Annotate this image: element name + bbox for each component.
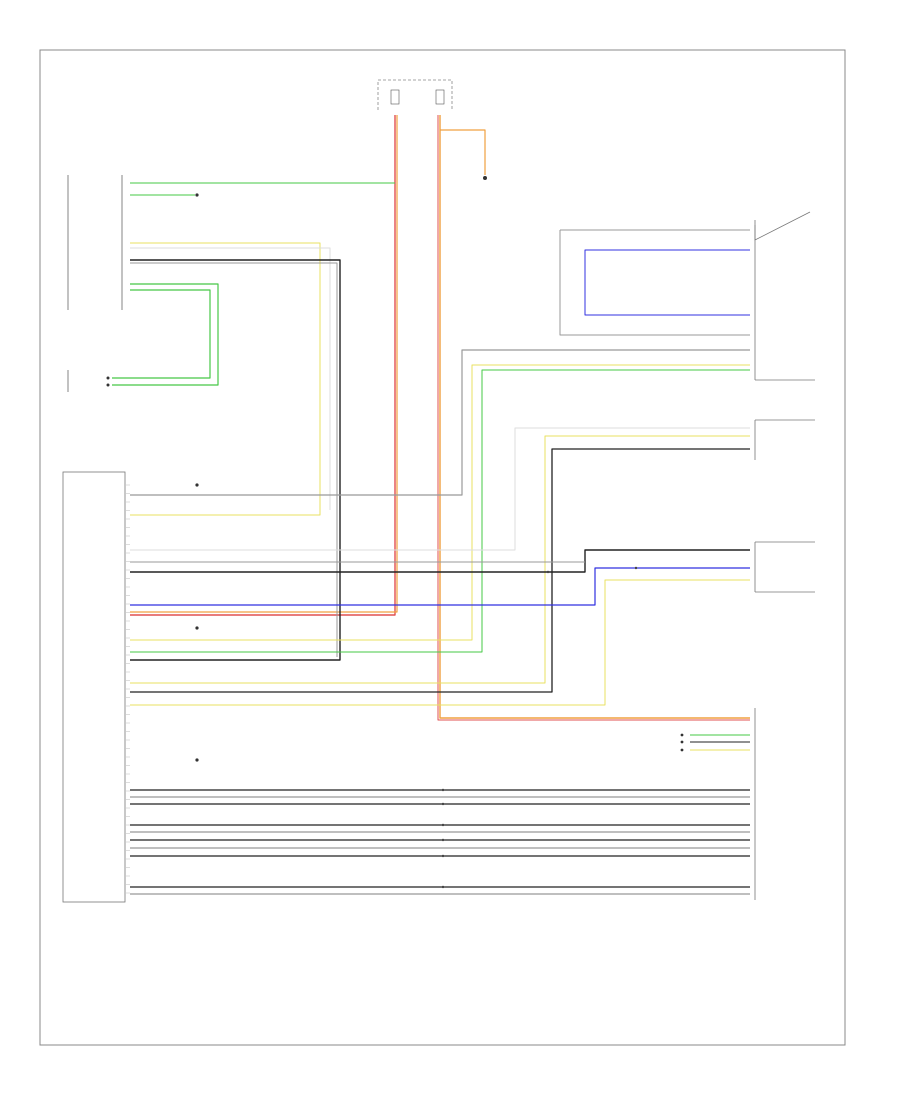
wire-green-3 [112, 289, 211, 379]
wire-gray-r2 [130, 349, 750, 496]
wire-blue-r4 [130, 567, 750, 606]
wire-white-r3 [130, 427, 750, 551]
fuse-2 [435, 89, 445, 105]
wire-blue-loop [584, 249, 750, 316]
fuse-1 [390, 89, 400, 105]
wire-fuse1-red [130, 115, 396, 616]
wire-yellow-r4 [130, 579, 750, 706]
wires [112, 115, 750, 895]
wire-yellow-1 [130, 242, 321, 516]
module-right-1 [754, 211, 811, 340]
gateway-module [67, 175, 123, 310]
module-right-2 [754, 340, 815, 381]
wire-yellow-r2 [130, 364, 750, 641]
wire-fuse1-orange [130, 115, 398, 613]
wire-fuse2-ground [440, 129, 486, 175]
wire-black-r3 [130, 448, 750, 693]
head-unit [62, 471, 126, 903]
wire-black-1 [130, 259, 341, 661]
wire-fuse2-red [437, 115, 750, 721]
splices [441, 566, 638, 889]
ground-symbols [195, 193, 684, 762]
wire-yellow-r3 [130, 435, 750, 684]
top-ground [483, 176, 487, 180]
wire-green-r2 [130, 369, 750, 653]
wire-fuse2-orange [439, 115, 750, 719]
fuse-box [377, 79, 453, 110]
wire-gray-box1 [559, 230, 750, 336]
wire-black-r4 [130, 549, 750, 573]
diagram-frame [39, 49, 846, 1046]
antenna-connector [67, 370, 110, 392]
wire-gray-1 [130, 262, 338, 657]
wire-white-1 [130, 247, 331, 510]
wire-green-2 [112, 283, 219, 386]
module-right-4 [754, 541, 815, 593]
head-unit-pin-ticks [126, 484, 130, 894]
module-right-3 [754, 419, 815, 460]
